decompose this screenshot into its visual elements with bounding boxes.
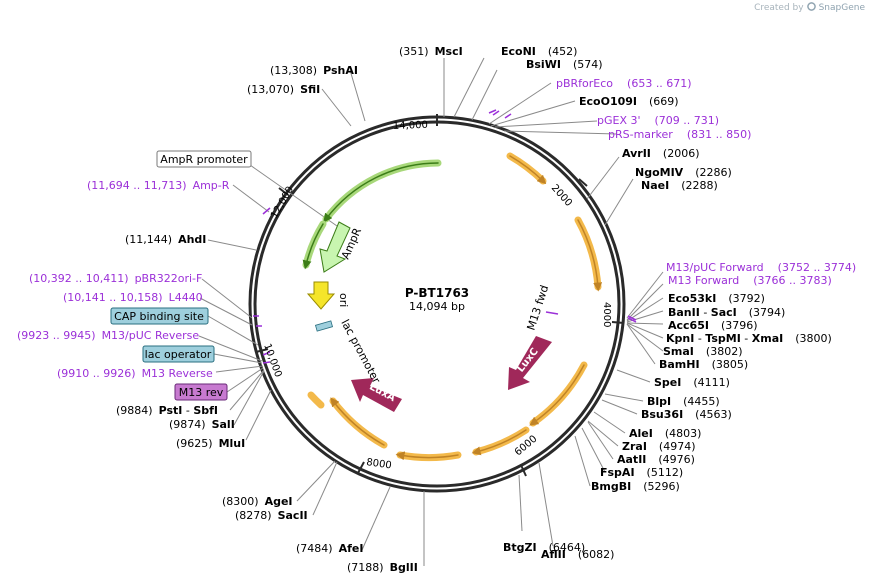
primer-marks: [253, 109, 637, 364]
primer-label-prs-marker: pRS-marker(831 .. 850): [608, 128, 751, 141]
svg-text:M13 rev: M13 rev: [179, 386, 224, 399]
luxa-arrow: LuxA: [351, 378, 402, 412]
plasmid-size: 14,094 bp: [409, 300, 465, 313]
site-label-sfii: (13,070)SfiI: [247, 83, 320, 96]
lac-promoter-label: lac promoter: [338, 317, 383, 386]
site-label-zrai: ZraI(4974): [622, 440, 696, 453]
m13-fwd-feature: M13 fwd: [524, 284, 551, 332]
site-label-econi: EcoNI(452): [501, 45, 577, 58]
site-label-naei: NaeI(2288): [641, 179, 718, 192]
lac-promoter-mark: lac promoter: [314, 317, 383, 386]
svg-text:lac operator: lac operator: [145, 348, 212, 361]
site-label-ngomiv: NgoMIV(2286): [635, 166, 732, 179]
site-label-bglii: (7188)BglII: [347, 561, 418, 574]
primer-label-m13-puc-forward: M13/pUC Forward(3752 .. 3774): [666, 261, 856, 274]
scale-ticks: [255, 114, 625, 477]
site-label-aflii: AflII(6082): [541, 548, 614, 561]
site-label-bsiwi: BsiWI(574): [526, 58, 603, 71]
tick-labels: 14,000 2000 4000 6000 8000 10,000 12,000: [261, 120, 612, 472]
tick-label: 4000: [601, 302, 612, 327]
ori-arrow: ori: [306, 281, 350, 310]
svg-text:AmpR promoter: AmpR promoter: [160, 153, 248, 166]
credit-prefix: Created by: [754, 3, 804, 13]
site-label-sali: (9874)SalI: [169, 418, 235, 431]
site-label-spei: SpeI(4111): [654, 376, 730, 389]
site-label-alei: AleI(4803): [629, 427, 701, 440]
site-label-bamhi: BamHI(3805): [659, 358, 748, 371]
site-label-blpi: BlpI(4455): [647, 395, 720, 408]
site-label-ecoo109i: EcoO109I(669): [579, 95, 679, 108]
primer-label-m13-reverse: (9910 .. 9926)M13 Reverse: [57, 367, 213, 380]
site-label-ahdi: (11,144)AhdI: [125, 233, 206, 246]
site-label-sacii: (8278)SacII: [235, 509, 308, 522]
primer-label-amp-r: (11,694 .. 11,713)Amp-R: [87, 179, 230, 192]
primer-label-m13-puc-reverse: (9923 .. 9945)M13/pUC Reverse: [17, 329, 199, 342]
tick-label: 14,000: [393, 120, 428, 132]
site-label-fspai: FspAI(5112): [600, 466, 683, 479]
primer-label-m13-forward: M13 Forward(3766 .. 3783): [668, 274, 832, 287]
site-label-btgzi: BtgZI(6464): [503, 541, 585, 554]
m13-fwd-label: M13 fwd: [524, 284, 551, 332]
orange-feature-arrows: [307, 152, 603, 462]
site-label-afei: (7484)AfeI: [296, 542, 363, 555]
site-label-mscI: (351)MscI: [399, 45, 463, 58]
snapgene-credit: Created by SnapGene: [754, 2, 865, 14]
site-label-pshai: (13,308)PshAI: [270, 64, 358, 77]
site-label-avrii: AvrII(2006): [622, 147, 699, 160]
site-label-mlui: (9625)MluI: [176, 437, 245, 450]
plasmid-name: P-BT1763: [405, 286, 469, 300]
green-feature-arrows: [302, 159, 442, 270]
site-label-bsu36i: Bsu36I(4563): [641, 408, 732, 421]
luxc-arrow: LuxC: [508, 336, 552, 390]
primer-label-pgex3: pGEX 3'(709 .. 731): [597, 114, 719, 127]
ori-label: ori: [337, 293, 350, 307]
lac-operator-box: lac operator: [142, 345, 215, 363]
primer-label-l4440: (10,141 .. 10,158)L4440: [63, 291, 203, 304]
cap-binding-site-box: CAP binding site: [110, 307, 209, 325]
site-label-agei: (8300)AgeI: [222, 495, 293, 508]
ampr-arrow: AmpR: [319, 221, 364, 273]
credit-brand: SnapGene: [818, 3, 865, 13]
site-label-acc65i: Acc65I(3796): [668, 319, 758, 332]
tick-label: 12,000: [269, 185, 296, 221]
site-label-smai: SmaI(3802): [663, 345, 742, 358]
tick-label: 8000: [366, 457, 393, 471]
site-label-bmgbi: BmgBI(5296): [591, 480, 680, 493]
snapgene-logo-icon: [806, 2, 816, 14]
leader-lines: [198, 57, 664, 566]
tick-label: 2000: [549, 183, 574, 209]
primer-label-pbrforeco: pBRforEco(653 .. 671): [556, 77, 692, 90]
site-label-aatii: AatII(4976): [617, 453, 695, 466]
site-label-banii-saci: BanII - SacI(3794): [668, 306, 785, 319]
primer-label-pbr322ori-f: (10,392 .. 10,411)pBR322ori-F: [29, 272, 202, 285]
site-label-eco53ki: Eco53kI(3792): [668, 292, 765, 305]
svg-text:CAP binding site: CAP binding site: [114, 310, 204, 323]
m13-rev-box: M13 rev: [174, 383, 228, 401]
site-label-kpni-tspmi-xmai: KpnI - TspMI - XmaI(3800): [666, 332, 832, 345]
ampr-promoter-box: AmpR promoter: [156, 150, 252, 168]
site-label-psti-sbfi: (9884)PstI - SbfI: [116, 404, 218, 417]
